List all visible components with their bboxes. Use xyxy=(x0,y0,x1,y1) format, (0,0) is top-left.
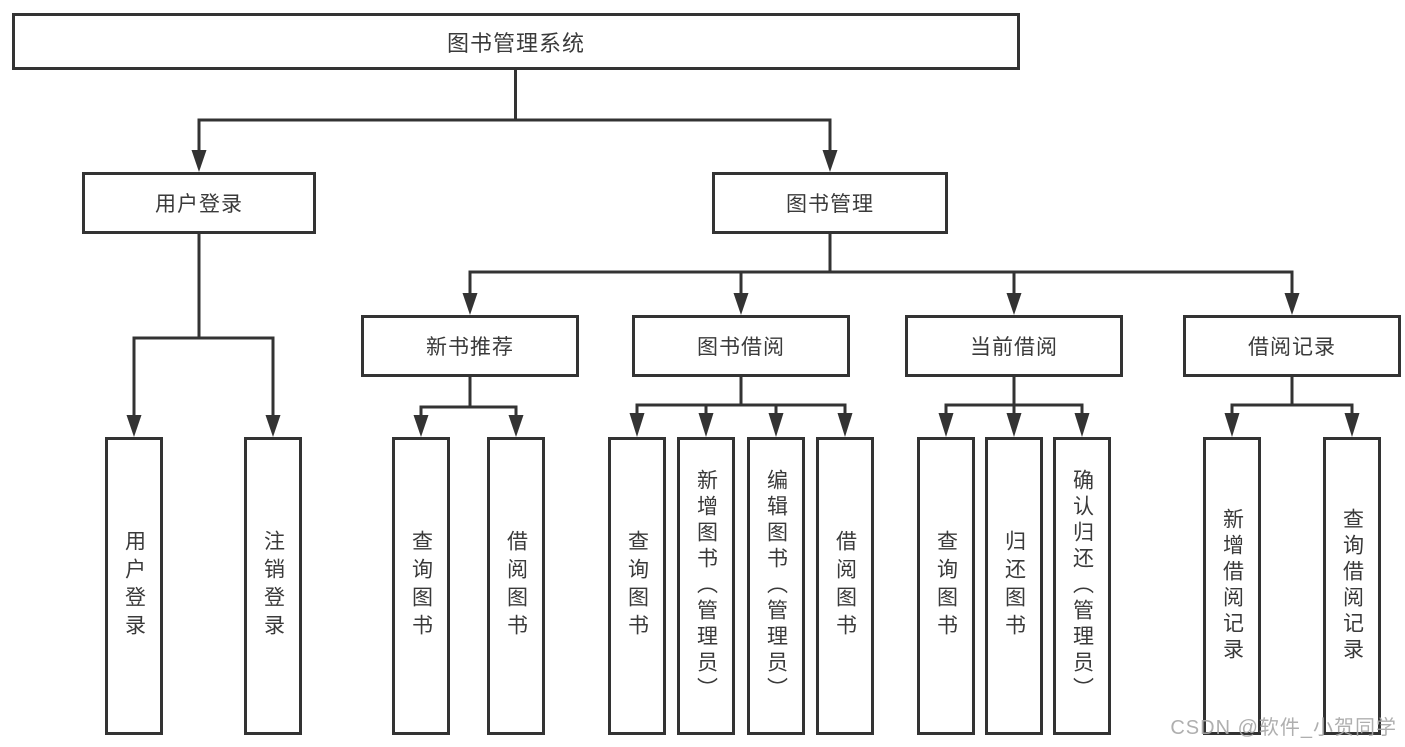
leaf-logout: 注销登录 xyxy=(244,437,302,735)
connector-borrow-to-leaves xyxy=(629,377,853,437)
leaf-label: 查询图书 xyxy=(625,530,649,642)
arrowhead-icon xyxy=(413,415,429,437)
arrowhead-icon xyxy=(733,293,749,315)
arrowhead-icon xyxy=(1006,293,1022,315)
connector-current-to-leaves xyxy=(938,377,1090,437)
node-book-borrowing: 图书借阅 xyxy=(632,315,850,377)
leaf-user-login: 用户登录 xyxy=(105,437,163,735)
node-current-borrowing: 当前借阅 xyxy=(905,315,1123,377)
leaf-recommend-query-books: 查询图书 xyxy=(392,437,450,735)
leaf-borrow-query-books: 查询图书 xyxy=(608,437,666,735)
leaf-records-query-record: 查询借阅记录 xyxy=(1323,437,1381,735)
node-label: 借阅记录 xyxy=(1248,336,1336,359)
node-new-book-recommend: 新书推荐 xyxy=(361,315,579,377)
leaf-label: 新增图书（管理员） xyxy=(694,469,718,703)
node-label: 新书推荐 xyxy=(426,336,514,359)
arrowhead-icon xyxy=(1284,293,1300,315)
node-book-management: 图书管理 xyxy=(712,172,948,234)
connector-records-to-leaves xyxy=(1224,377,1360,437)
leaf-label: 用户登录 xyxy=(122,530,146,642)
connector-recommend-to-leaves xyxy=(413,377,524,437)
node-label: 图书管理系统 xyxy=(446,30,585,56)
arrowhead-icon xyxy=(938,413,954,437)
leaf-label: 查询图书 xyxy=(409,530,433,642)
leaf-label: 查询借阅记录 xyxy=(1340,508,1364,664)
leaf-label: 归还图书 xyxy=(1002,530,1026,642)
csdn-watermark: CSDN @软件_小贺同学 xyxy=(1170,717,1397,739)
arrowhead-icon xyxy=(191,150,207,172)
node-label: 当前借阅 xyxy=(970,336,1058,359)
leaf-label: 借阅图书 xyxy=(833,530,857,642)
node-label: 图书管理 xyxy=(786,193,874,216)
leaf-label: 确认归还（管理员） xyxy=(1070,469,1094,703)
node-user-login: 用户登录 xyxy=(82,172,316,234)
leaf-borrow-edit-books-admin: 编辑图书（管理员） xyxy=(747,437,805,735)
node-label: 图书借阅 xyxy=(697,336,785,359)
leaf-label: 借阅图书 xyxy=(504,530,528,642)
arrowhead-icon xyxy=(126,415,142,437)
arrowhead-icon xyxy=(1074,413,1090,437)
arrowhead-icon xyxy=(1224,413,1240,437)
arrowhead-icon xyxy=(508,415,524,437)
leaf-borrow-add-books-admin: 新增图书（管理员） xyxy=(677,437,735,735)
leaf-recommend-borrow-books: 借阅图书 xyxy=(487,437,545,735)
node-borrow-records: 借阅记录 xyxy=(1183,315,1401,377)
node-root-library-system: 图书管理系统 xyxy=(12,13,1020,70)
arrowhead-icon xyxy=(462,293,478,315)
arrowhead-icon xyxy=(768,413,784,437)
arrowhead-icon xyxy=(1344,413,1360,437)
arrowhead-icon xyxy=(629,413,645,437)
connector-login-to-leaves xyxy=(126,234,281,437)
leaf-records-add-record: 新增借阅记录 xyxy=(1203,437,1261,735)
leaf-current-return-books: 归还图书 xyxy=(985,437,1043,735)
leaf-label: 注销登录 xyxy=(261,530,285,642)
leaf-label: 查询图书 xyxy=(934,530,958,642)
arrowhead-icon xyxy=(265,415,281,437)
leaf-label: 编辑图书（管理员） xyxy=(764,469,788,703)
arrowhead-icon xyxy=(1006,413,1022,437)
connector-bookmgmt-to-level3 xyxy=(462,234,1300,315)
leaf-current-query-books: 查询图书 xyxy=(917,437,975,735)
leaf-borrow-borrow-books: 借阅图书 xyxy=(816,437,874,735)
connector-root-to-level2 xyxy=(191,67,838,172)
arrowhead-icon xyxy=(837,413,853,437)
node-label: 用户登录 xyxy=(155,193,243,216)
leaf-label: 新增借阅记录 xyxy=(1220,508,1244,664)
arrowhead-icon xyxy=(822,150,838,172)
leaf-current-confirm-return-admin: 确认归还（管理员） xyxy=(1053,437,1111,735)
arrowhead-icon xyxy=(698,413,714,437)
